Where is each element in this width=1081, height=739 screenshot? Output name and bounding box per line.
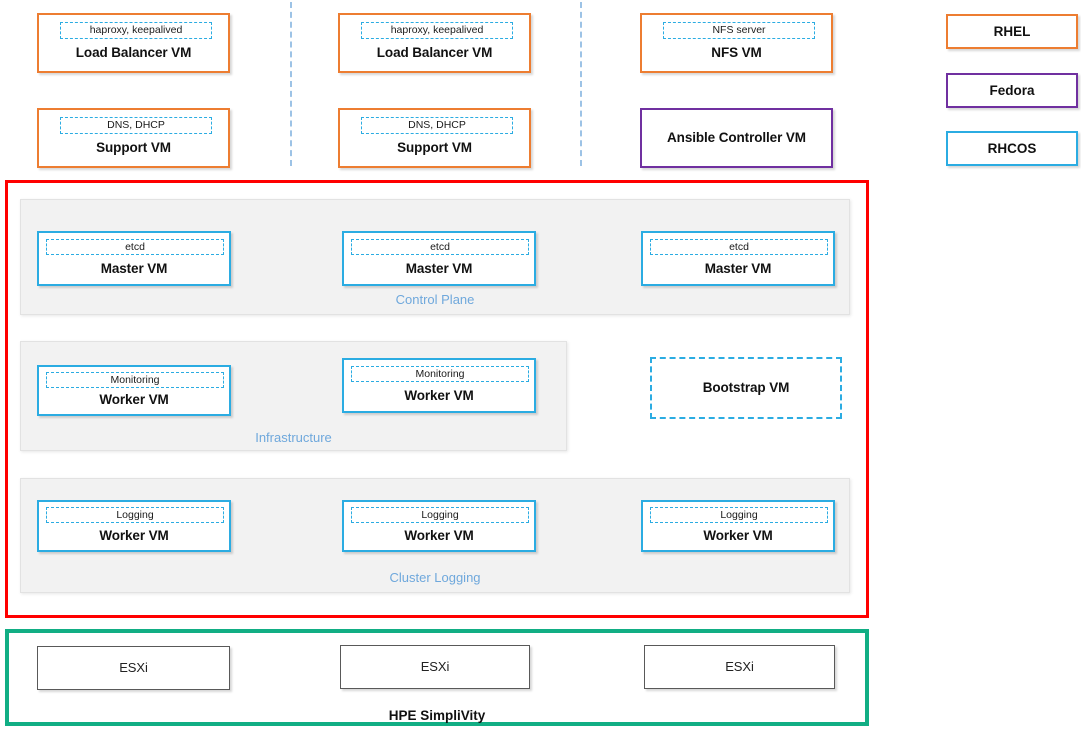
legend-label-fedora: Fedora — [989, 83, 1035, 98]
vm-load-balancer-1[interactable]: haproxy, keepalived Load Balancer VM — [37, 13, 230, 73]
group-label-cluster-logging: Cluster Logging — [389, 570, 481, 585]
vm-label: Master VM — [405, 260, 473, 276]
column-separator-2 — [580, 2, 582, 166]
legend-item-rhel: RHEL — [946, 14, 1078, 49]
vm-label: Support VM — [397, 140, 472, 156]
vm-label: Load Balancer VM — [376, 45, 493, 61]
vm-label: Worker VM — [99, 392, 169, 408]
vm-support-1[interactable]: DNS, DHCP Support VM — [37, 108, 230, 168]
vm-master-2[interactable]: etcd Master VM — [342, 231, 536, 286]
vm-worker-logging-2[interactable]: Logging Worker VM — [342, 500, 536, 552]
vm-worker-infra-1[interactable]: Monitoring Worker VM — [37, 365, 231, 416]
vm-load-balancer-2[interactable]: haproxy, keepalived Load Balancer VM — [338, 13, 531, 73]
vm-label: Bootstrap VM — [702, 380, 790, 396]
host-esxi-1[interactable]: ESXi — [37, 646, 230, 690]
legend-label-rhel: RHEL — [993, 24, 1031, 39]
vm-worker-infra-2[interactable]: Monitoring Worker VM — [342, 358, 536, 413]
platform-label-hpe-simplivity: HPE SimpliVity — [388, 708, 486, 723]
vm-worker-logging-1[interactable]: Logging Worker VM — [37, 500, 231, 552]
vm-label: Worker VM — [99, 527, 169, 543]
vm-nfs[interactable]: NFS server NFS VM — [640, 13, 833, 73]
host-label: ESXi — [725, 658, 754, 674]
vm-label: Worker VM — [404, 527, 474, 543]
vm-ansible-controller[interactable]: Ansible Controller VM — [640, 108, 833, 168]
group-label-infrastructure: Infrastructure — [255, 430, 332, 445]
service-chip-logging-2: Logging — [351, 507, 529, 523]
service-chip-etcd-1: etcd — [46, 239, 224, 255]
service-chip-monitoring-1: Monitoring — [46, 372, 224, 388]
vm-master-3[interactable]: etcd Master VM — [641, 231, 835, 286]
openshift-cluster-boundary — [5, 180, 869, 618]
vm-label: Worker VM — [404, 387, 474, 403]
vm-label: Support VM — [96, 140, 171, 156]
vm-label: NFS VM — [711, 45, 762, 61]
service-chip-haproxy-keepalived-1: haproxy, keepalived — [60, 22, 212, 39]
legend-label-rhcos: RHCOS — [987, 141, 1037, 156]
column-separator-1 — [290, 2, 292, 166]
legend-item-fedora: Fedora — [946, 73, 1078, 108]
service-chip-etcd-2: etcd — [351, 239, 529, 255]
service-chip-dns-dhcp-2: DNS, DHCP — [361, 117, 513, 134]
vm-support-2[interactable]: DNS, DHCP Support VM — [338, 108, 531, 168]
host-esxi-2[interactable]: ESXi — [340, 645, 530, 689]
host-label: ESXi — [420, 658, 450, 674]
vm-bootstrap[interactable]: Bootstrap VM — [650, 357, 842, 419]
service-chip-logging-3: Logging — [650, 507, 828, 523]
group-label-control-plane: Control Plane — [395, 292, 475, 307]
vm-worker-logging-3[interactable]: Logging Worker VM — [641, 500, 835, 552]
service-chip-etcd-3: etcd — [650, 239, 828, 255]
host-esxi-3[interactable]: ESXi — [644, 645, 835, 689]
vm-label: Master VM — [704, 260, 772, 276]
vm-label: Master VM — [100, 260, 168, 276]
service-chip-dns-dhcp-1: DNS, DHCP — [60, 117, 212, 134]
vm-master-1[interactable]: etcd Master VM — [37, 231, 231, 286]
service-chip-haproxy-keepalived-2: haproxy, keepalived — [361, 22, 513, 39]
service-chip-logging-1: Logging — [46, 507, 224, 523]
service-chip-monitoring-2: Monitoring — [351, 366, 529, 382]
vm-label: Worker VM — [703, 527, 773, 543]
vm-label: Load Balancer VM — [75, 45, 192, 61]
host-label: ESXi — [119, 659, 148, 675]
vm-label: Ansible Controller VM — [667, 130, 806, 146]
service-chip-nfs-server: NFS server — [663, 22, 815, 39]
hpe-simplivity-boundary: HPE SimpliVity — [5, 629, 869, 726]
legend-item-rhcos: RHCOS — [946, 131, 1078, 166]
